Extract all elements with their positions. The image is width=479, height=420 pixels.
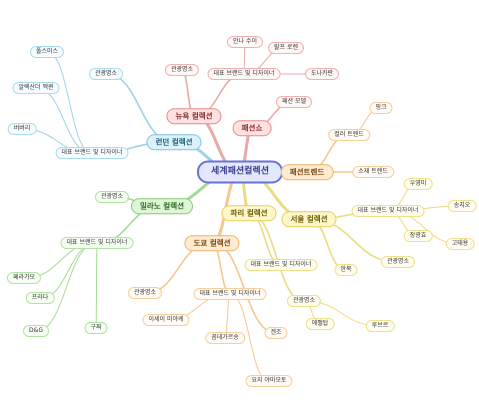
topic-seoul-1[interactable]: 관광명소 [380,256,416,268]
topic-tokyo-1[interactable]: 대표 브랜드 및 디자이너 [193,288,267,300]
leaf-seoul-0-0[interactable]: 우영미 [403,178,433,190]
topic-london-1[interactable]: 대표 브랜드 및 디자이너 [55,147,129,159]
branch-paris[interactable]: 파리 컬렉션 [221,205,277,221]
leaf-tokyo-1-2[interactable]: 요지 야마모토 [245,375,293,387]
leaf-tokyo-1-1[interactable]: 꼼데가르송 [205,332,245,344]
topic-newyork-1[interactable]: 대표 브랜드 및 디자이너 [207,68,281,80]
topic-paris-0[interactable]: 대표 브랜드 및 디자이너 [244,259,318,271]
topic-trend-0[interactable]: 컬러 트렌드 [328,129,370,141]
leaf-seoul-0-3[interactable]: 고태용 [445,238,475,250]
branch-newyork[interactable]: 뉴욕 컬렉션 [166,108,222,124]
leaf-connector-london [35,87,93,154]
topic-london-0[interactable]: 관광명소 [88,68,124,80]
topic-milano-1[interactable]: 대표 브랜드 및 디자이너 [60,237,134,249]
branch-seoul[interactable]: 서울 컬렉션 [281,211,337,227]
leaf-london-1-0[interactable]: 폴스미스 [29,46,65,58]
topic-show-0[interactable]: 패션 모델 [276,96,312,108]
leaf-milano-1-2[interactable]: D&G [23,325,49,337]
topic-newyork-0[interactable]: 관광명소 [164,64,200,76]
leaf-milano-1-1[interactable]: 프라다 [25,292,55,304]
central-topic[interactable]: 세계패션컬렉션 [197,160,283,184]
topic-tokyo-0[interactable]: 관광명소 [127,287,163,299]
leaf-trend-0-0[interactable]: 핑크 [369,102,393,114]
topic-seoul-0[interactable]: 대표 브랜드 및 디자이너 [351,205,425,217]
leaf-tokyo-1-0[interactable]: 이세이 미야케 [142,314,190,326]
leaf-london-1-2[interactable]: 버버리 [7,123,37,135]
branch-tokyo[interactable]: 도쿄 컬렉션 [184,235,240,251]
leaf-seoul-0-1[interactable]: 송지오 [447,200,477,212]
branch-london[interactable]: 런던 컬렉션 [146,134,202,150]
topic-trend-1[interactable]: 소재 트렌드 [352,166,394,178]
sub-connector-london [105,73,175,143]
leaf-london-1-1[interactable]: 알렉산더 맥퀸 [12,82,60,94]
topic-paris-1[interactable]: 관광명소 [286,295,322,307]
leaf-connector-milano [95,242,98,329]
leaf-newyork-1-0[interactable]: 안나 수이 [227,36,263,48]
leaf-paris-1-0[interactable]: 에펠탑 [305,318,335,330]
leaf-paris-1-1[interactable]: 루브르 [365,320,395,332]
branch-trend[interactable]: 패션트렌드 [280,164,334,180]
topic-seoul-2[interactable]: 한복 [334,264,358,276]
leaf-milano-1-3[interactable]: 구찌 [84,322,108,334]
leaf-connector-london [46,51,93,154]
topic-tokyo-2[interactable]: 겐조 [264,327,288,339]
topic-milano-0[interactable]: 관광명소 [94,191,130,203]
leaf-connector-milano [35,242,98,332]
branch-milano[interactable]: 밀라노 컬렉션 [130,198,194,214]
leaf-milano-1-0[interactable]: 페라가모 [6,272,42,284]
leaf-newyork-1-2[interactable]: 도나카란 [304,68,340,80]
leaf-newyork-1-1[interactable]: 랄프 로렌 [268,42,304,54]
leaf-seoul-0-2[interactable]: 장광효 [403,230,433,242]
branch-show[interactable]: 패션쇼 [232,120,272,136]
